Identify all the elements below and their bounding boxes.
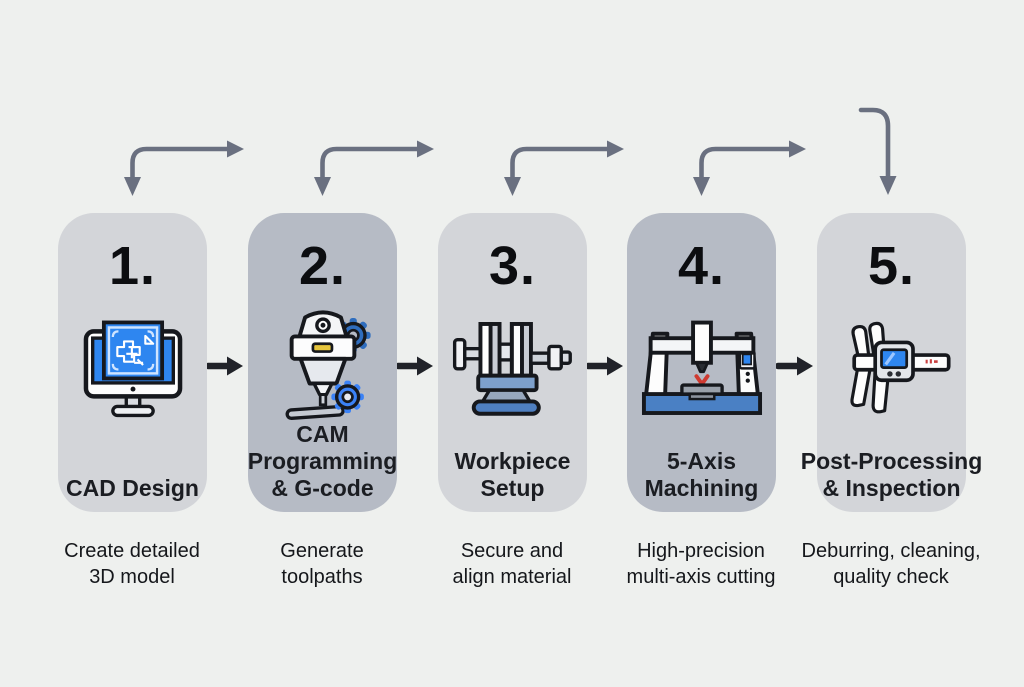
gear-icon xyxy=(330,380,364,414)
red-arrow-icon xyxy=(693,374,710,386)
step-card-1: 1. CAD Design xyxy=(58,213,207,512)
step-card-4: 4. 5-Axis Machining xyxy=(627,213,776,512)
step-number: 2. xyxy=(298,236,347,296)
step-title: 5-Axis Machining xyxy=(644,448,759,501)
scale-marks-icon xyxy=(925,359,938,364)
step-description: Create detailed 3D model xyxy=(64,540,200,588)
flow-arrow-3-4 xyxy=(584,356,623,376)
elbow-arrow-5 xyxy=(858,107,897,195)
step-description: Generate toolpaths xyxy=(280,540,364,588)
vise-icon xyxy=(443,301,583,429)
step-card-3: 3. Workpiece Setup xyxy=(438,213,587,512)
step-number: 4. xyxy=(677,236,726,296)
step-title: CAM Programming & G-code xyxy=(247,421,398,501)
step-number: 3. xyxy=(488,236,537,296)
elbow-arrow-3 xyxy=(504,140,624,196)
cad-monitor-icon xyxy=(63,301,203,429)
step-title: CAD Design xyxy=(66,475,199,501)
elbow-arrow-2 xyxy=(314,140,434,196)
step-number: 5. xyxy=(867,236,916,296)
flow-arrow-4-5 xyxy=(774,356,813,376)
step-description: Secure and align material xyxy=(452,540,572,588)
step-title: Post-Processing & Inspection xyxy=(800,448,983,501)
step-title: Workpiece Setup xyxy=(454,448,571,501)
elbow-arrow-4 xyxy=(693,140,806,196)
step-description: Deburring, cleaning, quality check xyxy=(801,540,981,588)
elbow-arrow-1 xyxy=(124,140,244,196)
step-card-2: 2. xyxy=(248,213,397,512)
cnc-machine-icon xyxy=(632,301,772,429)
flow-arrow-1-2 xyxy=(204,356,243,376)
step-number: 1. xyxy=(108,236,157,296)
step-card-5: 5. Post-Processing & Inspection xyxy=(801,213,982,512)
cam-spindle-icon xyxy=(253,301,393,429)
step-description: High-precision multi-axis cutting xyxy=(626,540,776,588)
caliper-icon xyxy=(822,301,962,429)
flow-arrow-2-3 xyxy=(394,356,433,376)
